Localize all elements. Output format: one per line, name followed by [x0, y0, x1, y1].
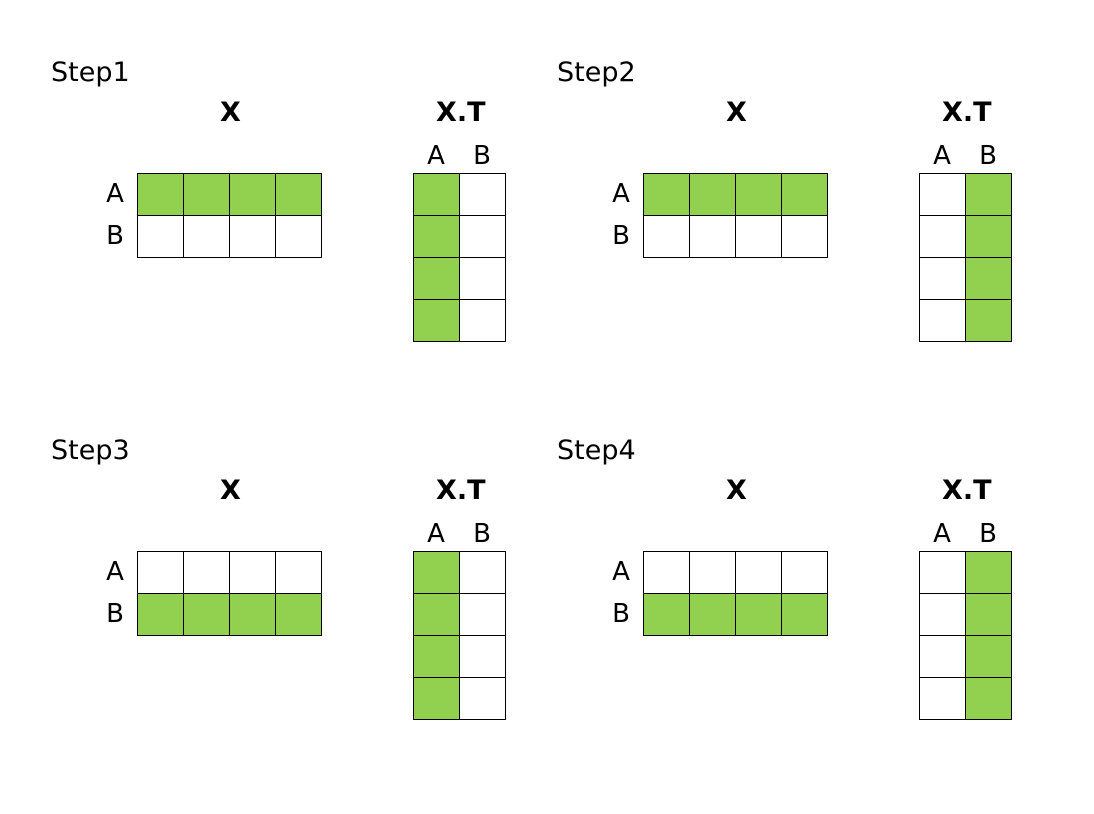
xt-cell: [919, 257, 966, 300]
xt-cell: [413, 215, 460, 258]
xt-matrix-title: X.T: [436, 475, 486, 506]
xt-matrix-title: X.T: [436, 97, 486, 128]
xt-col-label: B: [979, 141, 997, 171]
step-title: Step3: [51, 435, 130, 466]
xt-col-label: B: [979, 519, 997, 549]
xt-cell: [965, 173, 1012, 216]
x-cell: [275, 593, 322, 636]
xt-cell: [459, 551, 506, 594]
x-row-label: A: [612, 557, 630, 587]
x-cell: [689, 173, 736, 216]
x-row-label: A: [106, 179, 124, 209]
x-row-label: A: [106, 557, 124, 587]
x-cell: [275, 173, 322, 216]
x-cell: [183, 215, 230, 258]
xt-cell: [413, 677, 460, 720]
x-cell: [781, 173, 828, 216]
xt-cell: [919, 635, 966, 678]
x-cell: [275, 551, 322, 594]
x-cell: [229, 215, 276, 258]
xt-cell: [965, 215, 1012, 258]
step-title: Step1: [51, 57, 130, 88]
x-row-label: B: [106, 221, 124, 251]
xt-cell: [965, 551, 1012, 594]
x-row-label: B: [612, 221, 630, 251]
xt-cell: [965, 593, 1012, 636]
xt-cell: [413, 173, 460, 216]
step-title: Step4: [557, 435, 636, 466]
xt-cell: [459, 173, 506, 216]
x-cell: [781, 551, 828, 594]
xt-col-label: B: [473, 141, 491, 171]
x-cell: [183, 551, 230, 594]
xt-cell: [919, 215, 966, 258]
xt-cell: [919, 677, 966, 720]
xt-cell: [965, 257, 1012, 300]
xt-cell: [919, 551, 966, 594]
x-matrix-title: X: [726, 475, 747, 506]
xt-cell: [413, 299, 460, 342]
xt-cell: [413, 257, 460, 300]
x-cell: [781, 593, 828, 636]
xt-cell: [965, 635, 1012, 678]
xt-cell: [919, 173, 966, 216]
x-cell: [735, 551, 782, 594]
x-cell: [643, 215, 690, 258]
x-row-label: B: [106, 599, 124, 629]
x-cell: [229, 593, 276, 636]
x-row-label: A: [612, 179, 630, 209]
x-cell: [137, 551, 184, 594]
x-cell: [229, 551, 276, 594]
xt-col-label: B: [473, 519, 491, 549]
x-cell: [643, 593, 690, 636]
x-cell: [735, 593, 782, 636]
xt-cell: [919, 299, 966, 342]
step-title: Step2: [557, 57, 636, 88]
x-cell: [643, 551, 690, 594]
x-matrix-title: X: [726, 97, 747, 128]
x-cell: [689, 551, 736, 594]
xt-cell: [459, 299, 506, 342]
xt-col-label: A: [933, 141, 951, 171]
xt-cell: [919, 593, 966, 636]
x-cell: [183, 173, 230, 216]
xt-cell: [459, 257, 506, 300]
xt-matrix-title: X.T: [942, 97, 992, 128]
x-cell: [229, 173, 276, 216]
x-row-label: B: [612, 599, 630, 629]
xt-cell: [459, 677, 506, 720]
x-cell: [781, 215, 828, 258]
x-cell: [137, 593, 184, 636]
xt-cell: [459, 593, 506, 636]
x-matrix-title: X: [220, 97, 241, 128]
xt-matrix-title: X.T: [942, 475, 992, 506]
x-cell: [137, 215, 184, 258]
x-cell: [183, 593, 230, 636]
x-matrix-title: X: [220, 475, 241, 506]
x-cell: [275, 215, 322, 258]
x-cell: [643, 173, 690, 216]
x-cell: [735, 173, 782, 216]
xt-cell: [413, 593, 460, 636]
xt-cell: [459, 635, 506, 678]
xt-cell: [413, 551, 460, 594]
xt-col-label: A: [933, 519, 951, 549]
xt-col-label: A: [427, 519, 445, 549]
x-cell: [689, 593, 736, 636]
xt-cell: [459, 215, 506, 258]
x-cell: [137, 173, 184, 216]
xt-cell: [965, 677, 1012, 720]
xt-col-label: A: [427, 141, 445, 171]
xt-cell: [965, 299, 1012, 342]
x-cell: [735, 215, 782, 258]
x-cell: [689, 215, 736, 258]
xt-cell: [413, 635, 460, 678]
